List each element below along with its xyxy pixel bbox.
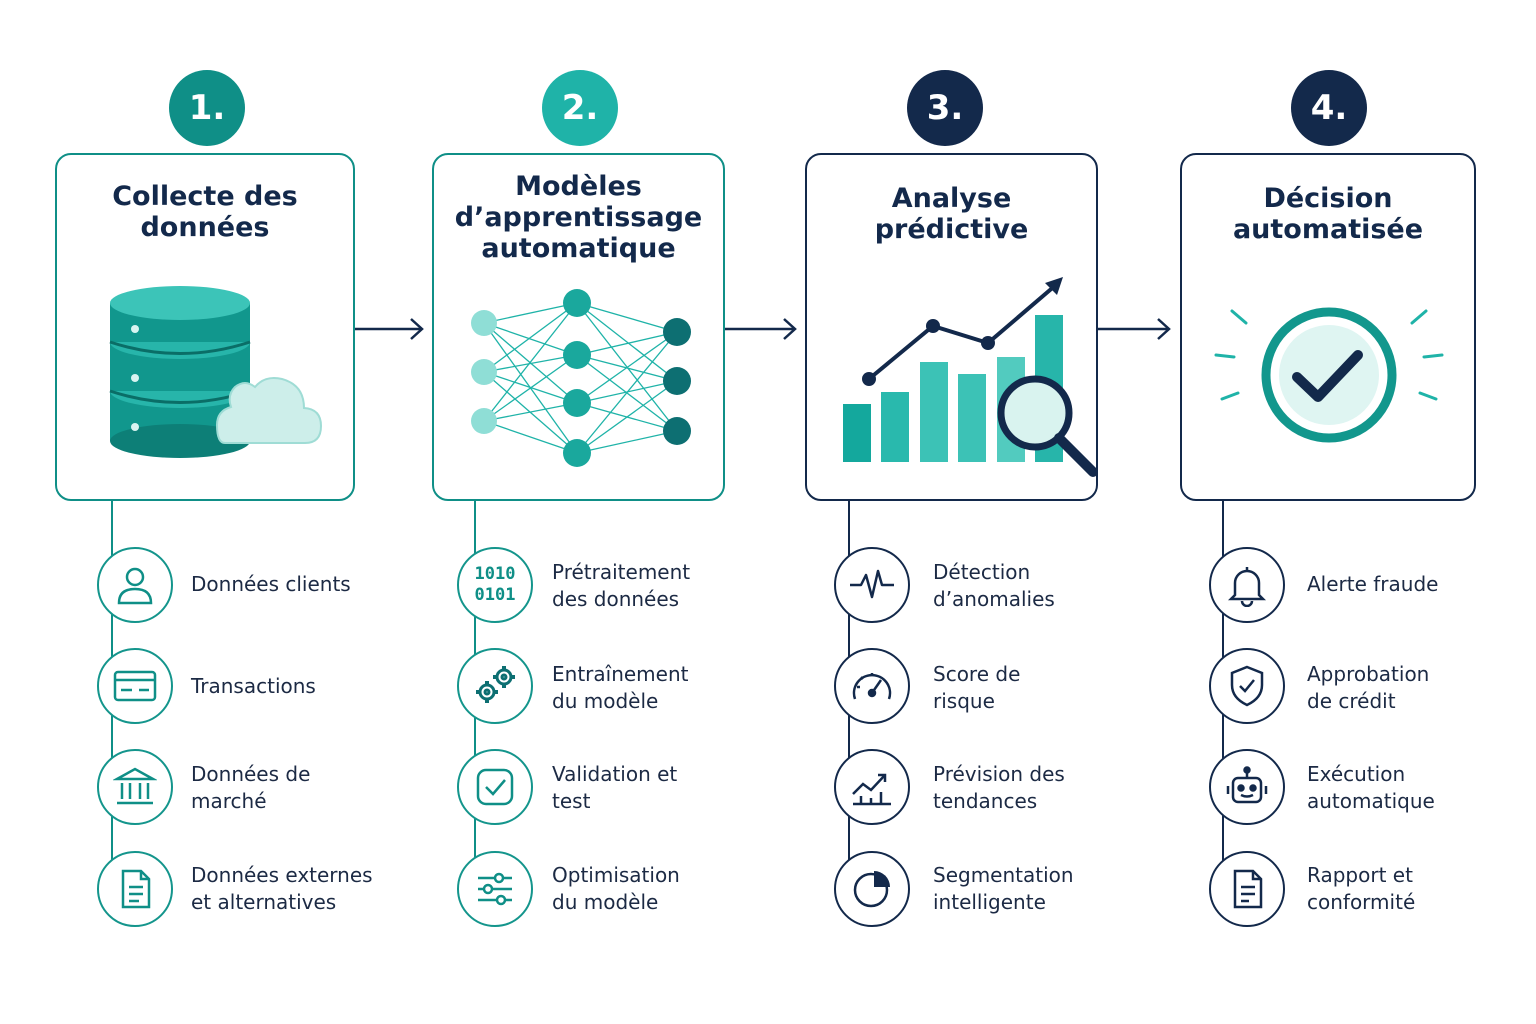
trend-chart-icon <box>834 749 910 825</box>
step-1-item-4-label: Données externes et alternatives <box>191 863 373 914</box>
pie-chart-icon <box>834 851 910 927</box>
step-2-title: Modèles d’apprentissage automatique <box>454 171 703 264</box>
check-circle-icon <box>1214 307 1444 443</box>
step-2-item-1-label: Prétraitement des données <box>552 560 691 611</box>
step-1-item-3-label: Données de marché <box>191 762 311 813</box>
step-4-card: Décision automatisée <box>1180 153 1476 501</box>
step-4-number: 4. <box>1291 70 1367 146</box>
step-2-number: 2. <box>542 70 618 146</box>
user-icon <box>97 547 173 623</box>
step-2-item-3-label: Validation et test <box>552 762 678 813</box>
step-3-item-2-label: Score de risque <box>933 662 1021 713</box>
arrow-step-2-to-3 <box>725 318 797 340</box>
bank-icon <box>97 749 173 825</box>
binary-icon: 1010 0101 <box>457 547 533 623</box>
robot-icon <box>1209 749 1285 825</box>
check-square-icon <box>457 749 533 825</box>
sliders-icon <box>457 851 533 927</box>
step-1-item-1-label: Données clients <box>191 572 351 596</box>
arrow-step-1-to-2 <box>355 318 424 340</box>
neural-network-icon <box>471 289 691 467</box>
credit-card-icon <box>97 648 173 724</box>
step-2-item-4-label: Optimisation du modèle <box>552 863 680 914</box>
step-3-title: Analyse prédictive <box>874 183 1029 245</box>
step-4-title: Décision automatisée <box>1232 183 1424 245</box>
document-icon <box>97 851 173 927</box>
step-3-item-4-label: Segmentation intelligente <box>933 863 1074 914</box>
step-4-item-4-label: Rapport et conformité <box>1307 863 1416 914</box>
step-2-item-2-label: Entraînement du modèle <box>552 662 689 713</box>
shield-check-icon <box>1209 648 1285 724</box>
step-4-item-2-label: Approbation de crédit <box>1307 662 1430 713</box>
step-3-item-1-label: Détection d’anomalies <box>933 560 1055 611</box>
binary-icon-text: 1010 0101 <box>474 564 516 605</box>
step-3-number: 3. <box>907 70 983 146</box>
report-icon <box>1209 851 1285 927</box>
bar-chart-magnifier-icon <box>843 277 1098 477</box>
step-3-card: Analyse prédictive <box>805 153 1098 501</box>
arrow-step-3-to-4 <box>1098 318 1171 340</box>
step-1-number: 1. <box>169 70 245 146</box>
step-4-item-1-label: Alerte fraude <box>1307 572 1439 596</box>
step-4-item-3-label: Exécution automatique <box>1307 762 1435 813</box>
gauge-icon <box>834 648 910 724</box>
step-2-card: Modèles d’apprentissage automatique <box>432 153 725 501</box>
step-1-item-2-label: Transactions <box>191 674 316 698</box>
step-1-title: Collecte des données <box>112 181 298 243</box>
gears-icon <box>457 648 533 724</box>
step-1-card: Collecte des données <box>55 153 355 501</box>
bell-icon <box>1209 547 1285 623</box>
pulse-icon <box>834 547 910 623</box>
step-3-item-3-label: Prévision des tendances <box>933 762 1065 813</box>
database-cloud-icon <box>109 286 323 458</box>
